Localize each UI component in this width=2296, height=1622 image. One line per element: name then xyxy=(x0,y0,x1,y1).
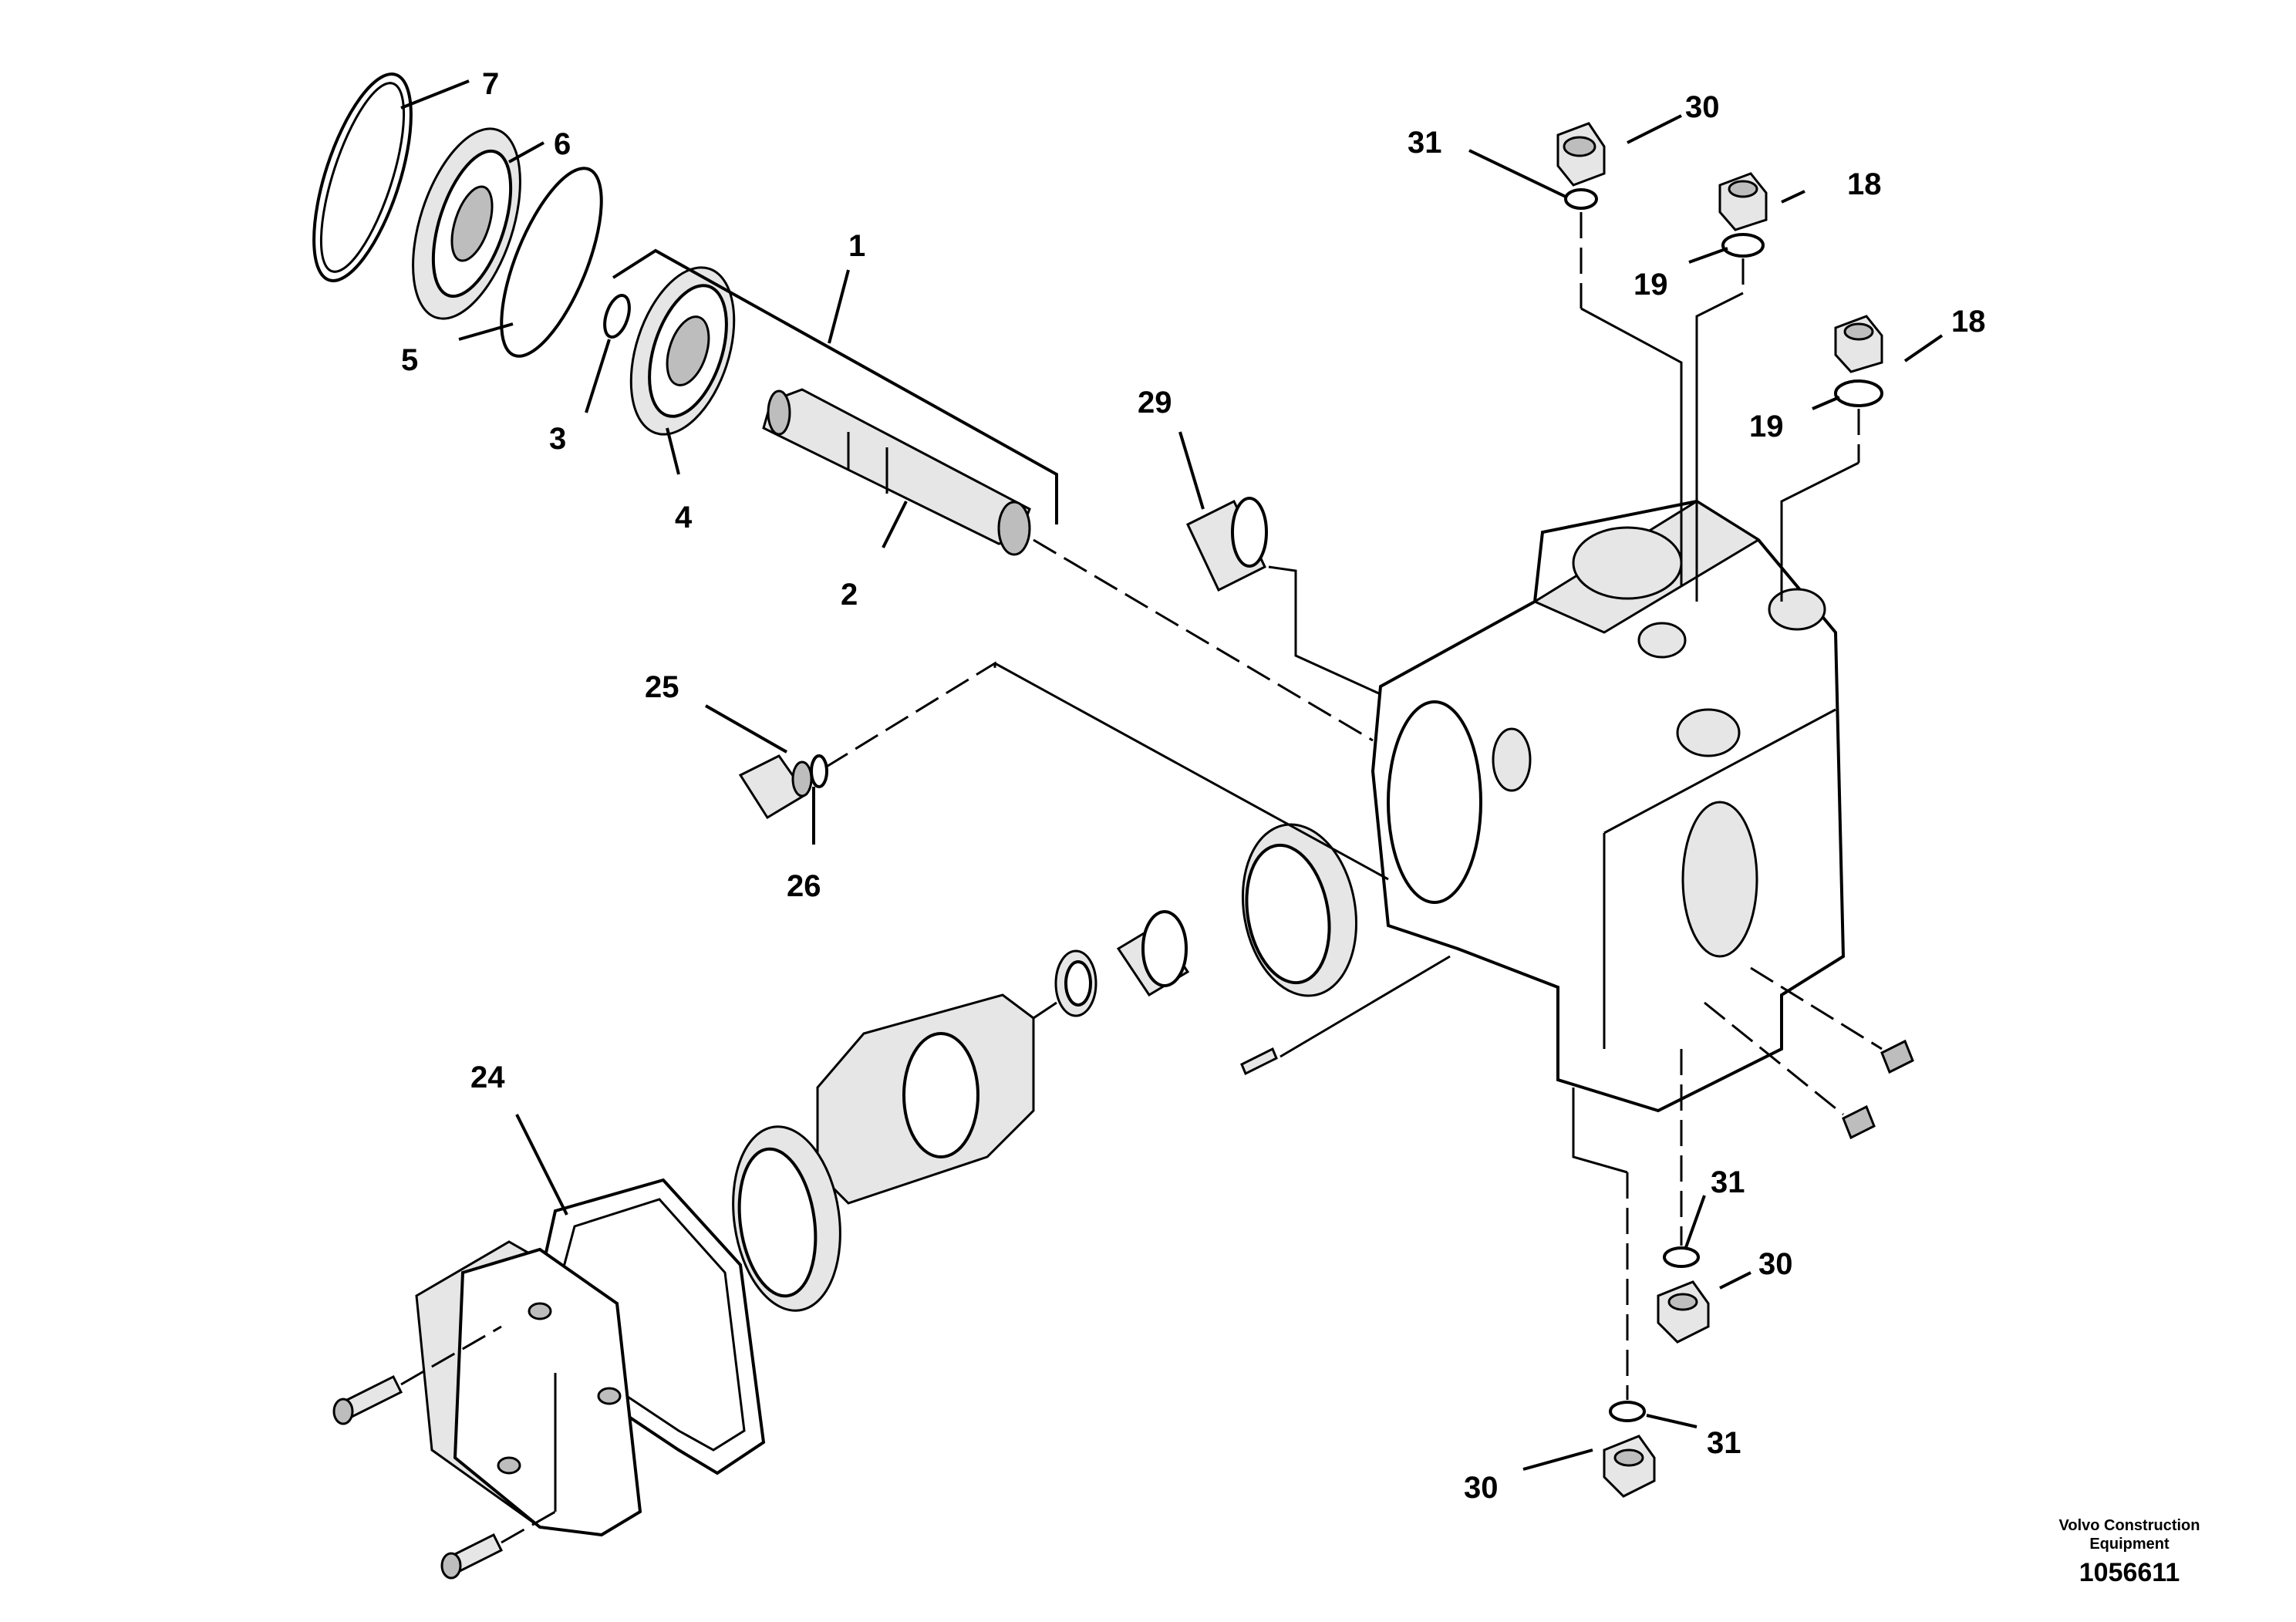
callout-19-first: 19 xyxy=(1633,268,1668,302)
part-6-seal-cover xyxy=(412,127,521,320)
part-2-drive-shaft xyxy=(762,388,1031,556)
callout-25: 25 xyxy=(645,670,679,704)
callout-31-top: 31 xyxy=(1408,126,1442,160)
set-screw-right-lower xyxy=(1842,1104,1876,1140)
pump-housing xyxy=(1371,499,1846,1113)
dowel-pin xyxy=(1240,1047,1278,1076)
needle-bearing-large xyxy=(1241,823,1358,997)
part-3-retaining-ring xyxy=(603,294,631,339)
part-19-o-ring-second xyxy=(1834,379,1883,407)
end-cover xyxy=(415,1240,642,1537)
part-26-o-ring xyxy=(810,754,828,788)
part-7-snap-ring xyxy=(312,73,413,282)
callout-4: 4 xyxy=(675,501,693,534)
part-18-plug-second xyxy=(1834,315,1883,373)
part-31-o-ring-top xyxy=(1564,188,1598,210)
part-4-ball-bearing xyxy=(629,266,736,436)
part-25-plug xyxy=(738,754,813,820)
bushing-center xyxy=(1116,910,1190,997)
callout-31-lower-right: 31 xyxy=(1711,1165,1745,1199)
callout-3: 3 xyxy=(549,422,566,456)
callout-18-first: 18 xyxy=(1847,167,1882,201)
assembly-lines xyxy=(400,212,1883,1544)
callout-30-lower-right: 30 xyxy=(1758,1247,1793,1281)
callout-31-bottom: 31 xyxy=(1707,1426,1741,1460)
needle-bearing-small xyxy=(1054,949,1097,1017)
part-18-plug-first xyxy=(1718,172,1768,231)
screw-lower xyxy=(440,1533,504,1580)
screw-upper xyxy=(332,1374,403,1425)
leader-lines xyxy=(400,79,1944,1471)
part-5-o-ring xyxy=(500,167,603,358)
document-number: 1056611 xyxy=(2079,1558,2180,1587)
company-line-2: Equipment xyxy=(2089,1536,2170,1553)
callout-5: 5 xyxy=(401,343,418,377)
company-line-1: Volvo Construction xyxy=(2058,1517,2200,1534)
callout-19-second: 19 xyxy=(1749,410,1784,443)
callout-6: 6 xyxy=(554,127,571,161)
part-31-o-ring-bottom xyxy=(1609,1401,1646,1422)
part-19-o-ring-first xyxy=(1721,233,1765,258)
part-29-bushing xyxy=(1186,497,1268,592)
callout-1: 1 xyxy=(848,229,865,263)
callout-7: 7 xyxy=(482,67,499,101)
part-30-plug-bottom xyxy=(1603,1435,1656,1498)
needle-bearing-lower xyxy=(732,1125,841,1312)
set-screw-right-upper xyxy=(1880,1039,1914,1074)
swash-plate xyxy=(816,993,1057,1205)
callout-30-top: 30 xyxy=(1685,90,1720,124)
part-30-plug-lower-right xyxy=(1657,1280,1710,1344)
callout-2: 2 xyxy=(841,578,858,612)
part-31-o-ring-lower-right xyxy=(1663,1246,1700,1268)
callout-26: 26 xyxy=(787,869,821,903)
part-30-plug-top xyxy=(1556,122,1606,187)
callout-24: 24 xyxy=(470,1061,505,1094)
callout-18-second: 18 xyxy=(1951,305,1986,339)
callout-29: 29 xyxy=(1138,386,1172,420)
company-credit: Volvo Construction Equipment xyxy=(2029,1516,2230,1553)
callout-30-bottom: 30 xyxy=(1464,1471,1499,1505)
